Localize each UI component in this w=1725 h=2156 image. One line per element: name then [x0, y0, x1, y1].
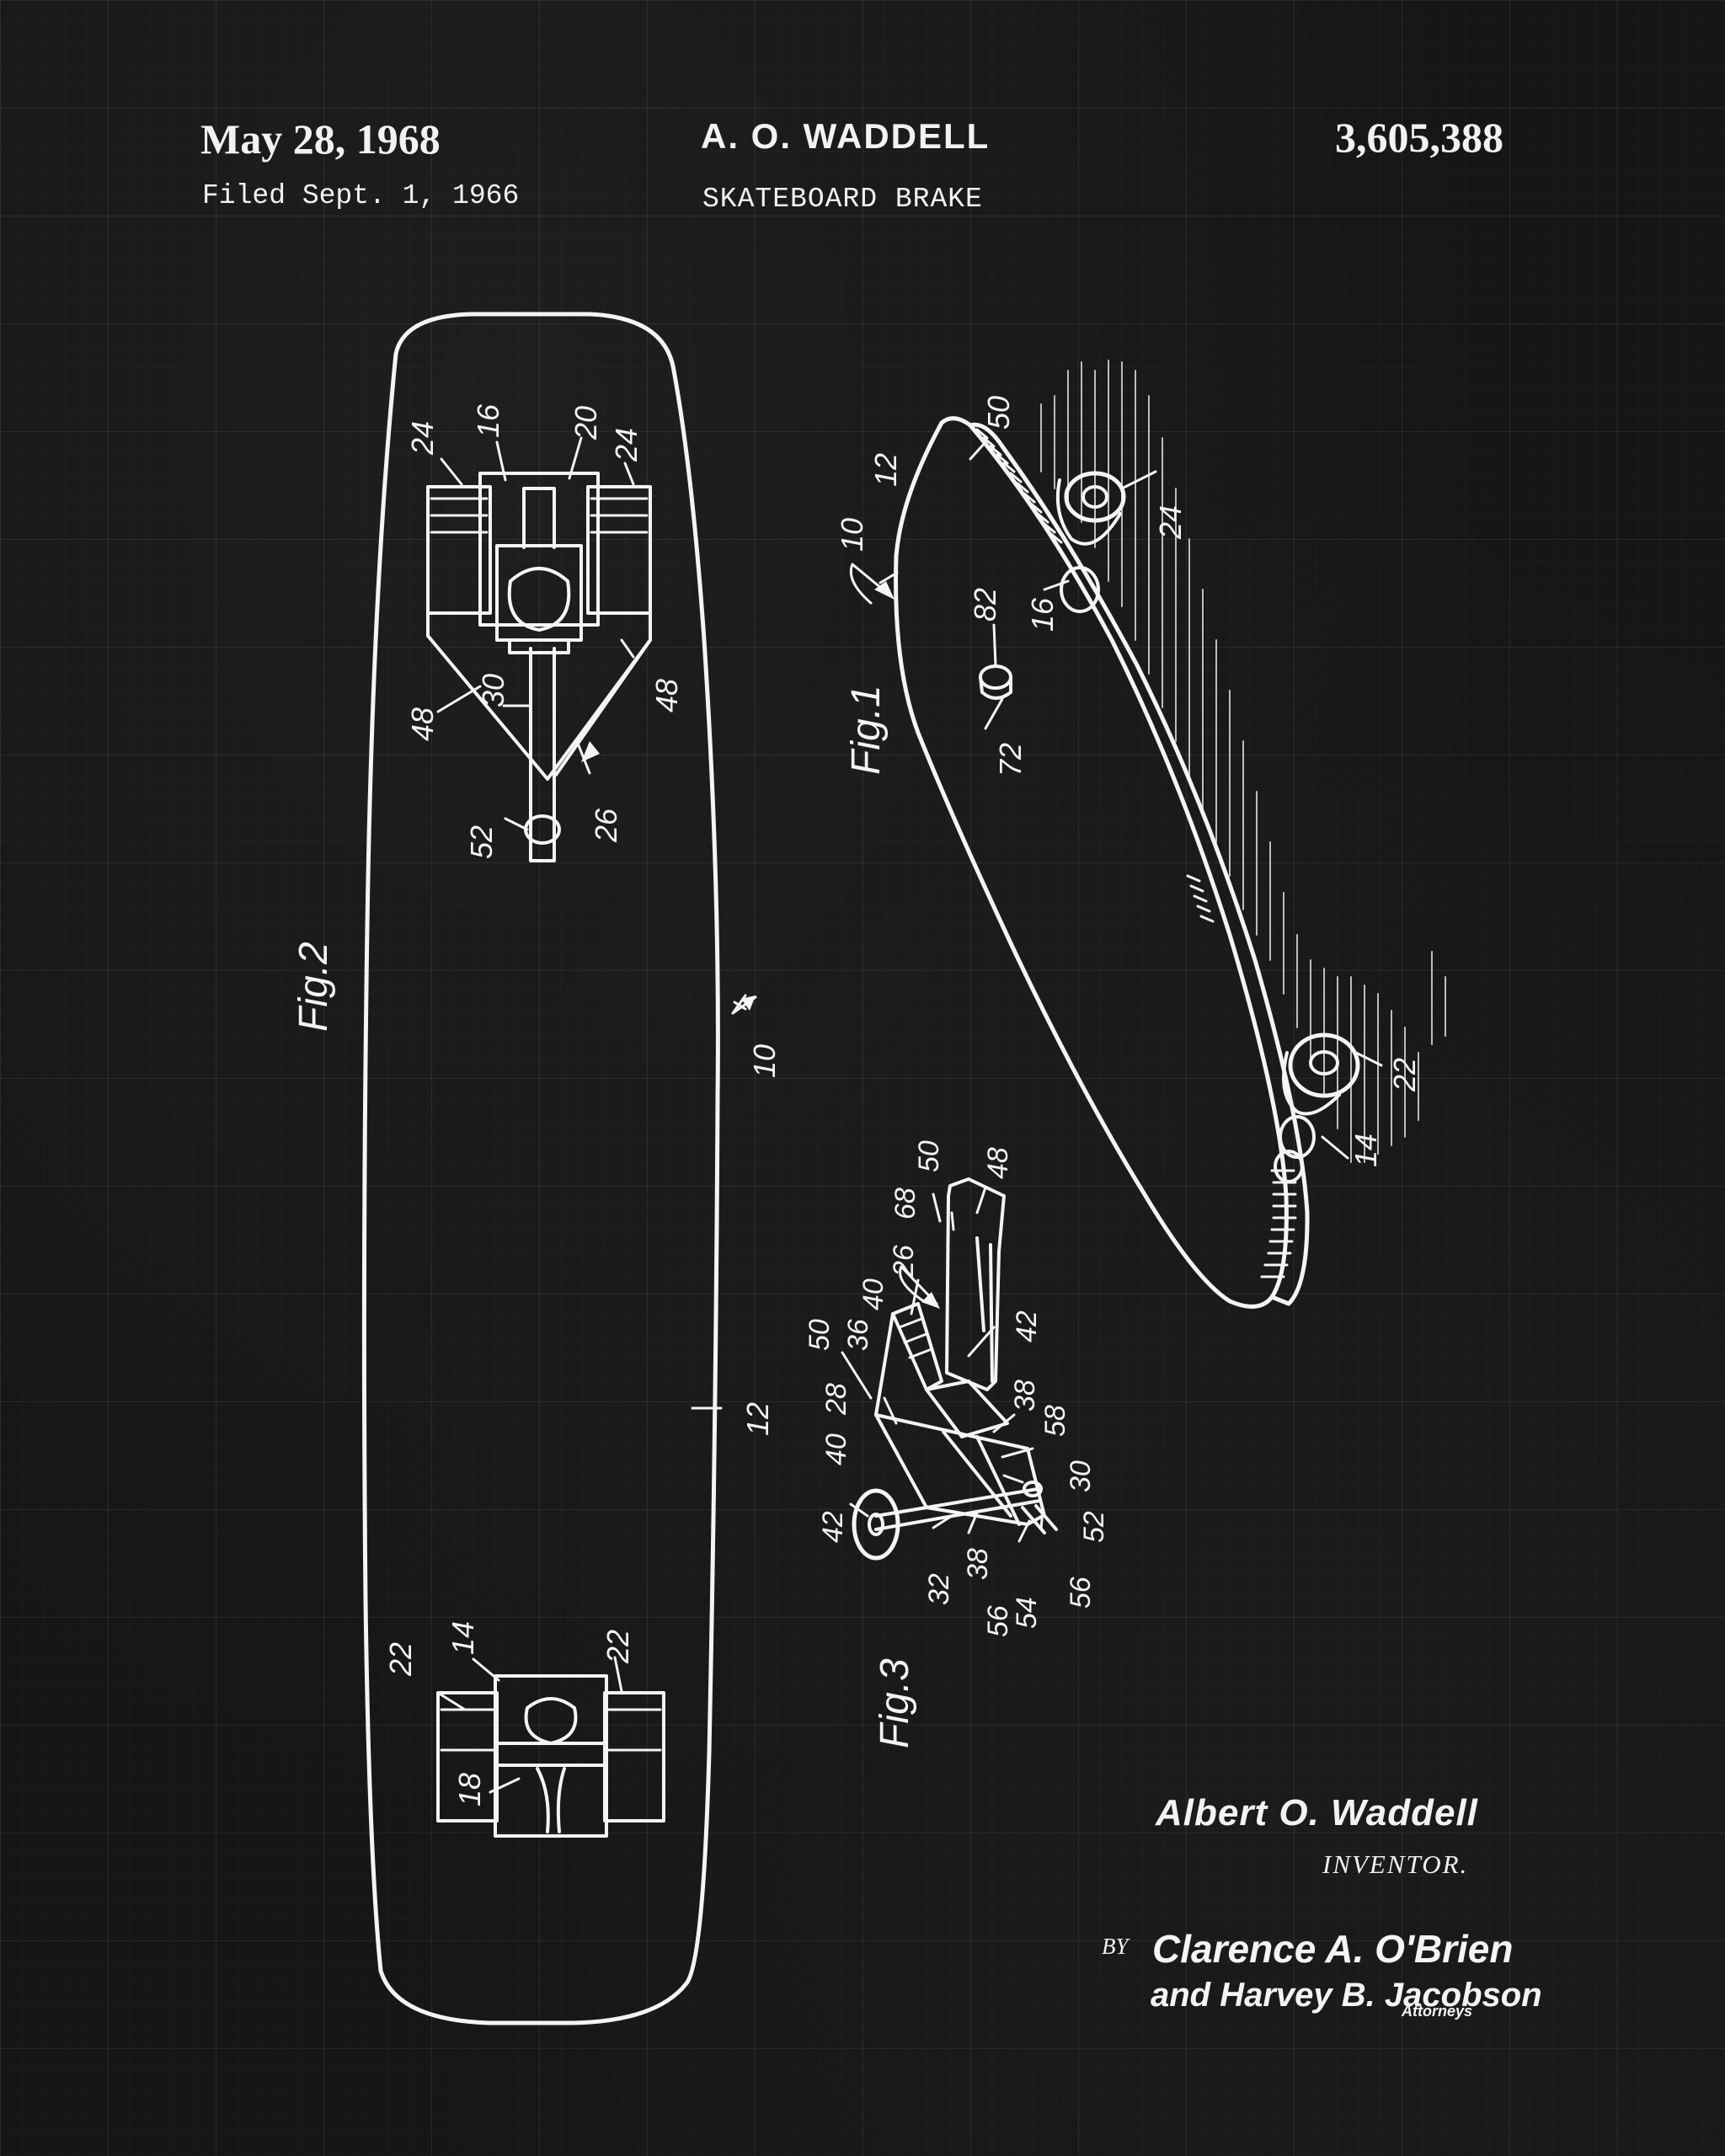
fig2-label: Fig.2 [291, 942, 336, 1032]
fig3-callout-52: 52 [1078, 1511, 1110, 1543]
fig1-callout-10: 10 [835, 518, 869, 552]
fig3-callout-32: 32 [923, 1573, 955, 1605]
fig2-callout-20: 20 [569, 406, 603, 440]
fig1-hatching [1040, 360, 1446, 1163]
fig3-callout-40a: 40 [857, 1278, 889, 1310]
fig2-front-truck [426, 472, 652, 862]
fig1-callout-16: 16 [1025, 597, 1060, 632]
fig3-callout-30: 30 [1065, 1460, 1097, 1492]
fig3-callout-38a: 38 [1009, 1380, 1041, 1412]
fig3-callout-68: 68 [889, 1187, 921, 1219]
fig3-callout-42b: 42 [817, 1511, 849, 1543]
fig1-deck [894, 416, 1289, 1309]
fig2-callout-22a: 22 [383, 1642, 418, 1677]
fig2-callout-10: 10 [747, 1044, 782, 1078]
fig3-callout-26: 26 [888, 1245, 920, 1278]
fig2-callout-12: 12 [740, 1402, 775, 1436]
fig3-callout-48: 48 [982, 1147, 1014, 1179]
attorney-signature-1: Clarence A. O'Brien [1152, 1927, 1514, 1971]
fig3-plate [945, 1177, 1006, 1391]
attorney-signature: Clarence A. O'Brien and Harvey B. Jacobs… [1151, 1927, 1542, 2020]
fig3-callout-28: 28 [820, 1383, 852, 1416]
fig1-label: Fig.1 [844, 685, 889, 775]
fig3-callout-36: 36 [842, 1319, 874, 1351]
inventor-name: Albert O. Waddell [1156, 1792, 1478, 1833]
fig1-drawing: 50 12 10 24 82 16 72 22 14 Fig.1 [835, 360, 1446, 1309]
fig3-callout-42a: 42 [1011, 1310, 1043, 1342]
fig2-callout-52: 52 [464, 825, 499, 859]
fig2-rear-truck [436, 1674, 665, 1838]
fig3-callout-50a: 50 [913, 1140, 945, 1172]
fig3-callout-38b: 38 [962, 1548, 994, 1580]
inventor-label: INVENTOR. [1322, 1849, 1469, 1879]
fig3-callout-58: 58 [1039, 1405, 1071, 1437]
fig1-callout-72: 72 [993, 743, 1028, 776]
fig2-board-outline [361, 312, 720, 2025]
fig3-callout-54: 54 [1011, 1597, 1043, 1629]
fig3-callout-56a: 56 [982, 1605, 1014, 1637]
fig2-callout-26: 26 [589, 808, 623, 843]
fig2-callout-18: 18 [452, 1773, 487, 1806]
fig2-callout-22b: 22 [601, 1630, 635, 1664]
attorneys-label: Attorneys [1401, 2003, 1472, 2020]
inventor-heading: A. O. WADDELL [701, 116, 991, 156]
fig3-callout-56b: 56 [1065, 1577, 1097, 1609]
fig2-leaders [436, 436, 747, 1794]
fig3-callout-40b: 40 [820, 1433, 852, 1465]
fig2-callout-24a: 24 [405, 421, 440, 456]
fig2-callout-16: 16 [471, 403, 505, 438]
fig3-drawing: 50 68 48 26 40 36 50 42 28 38 58 40 30 4… [804, 1140, 1110, 1748]
fig2-callout-24b: 24 [609, 428, 644, 462]
attorney-signature-2: and Harvey B. Jacobson [1151, 1977, 1542, 2014]
fig1-callout-24: 24 [1153, 505, 1188, 540]
fig2-callout-14: 14 [446, 1621, 480, 1655]
fig1-callout-22: 22 [1387, 1058, 1422, 1092]
fig1-callout-50: 50 [981, 396, 1016, 430]
fig1-callout-14: 14 [1348, 1134, 1383, 1167]
patent-title: SKATEBOARD BRAKE [702, 184, 983, 215]
fig2-callout-30: 30 [476, 674, 510, 707]
fig3-callout-50b: 50 [804, 1319, 836, 1351]
fig2-drawing: 24 16 20 24 48 30 48 52 26 10 12 22 14 2… [291, 312, 782, 2025]
fig3-label: Fig.3 [873, 1658, 917, 1748]
filed-date: Filed Sept. 1, 1966 [202, 180, 520, 211]
patent-date: May 28, 1968 [200, 115, 441, 163]
patent-number: 3,605,388 [1335, 114, 1503, 161]
fig1-callout-12: 12 [868, 453, 903, 487]
fig2-callout-48b: 48 [649, 679, 684, 712]
fig1-callout-82: 82 [968, 588, 1002, 622]
fig2-callout-48a: 48 [405, 707, 440, 741]
by-label: BY [1102, 1934, 1129, 1959]
